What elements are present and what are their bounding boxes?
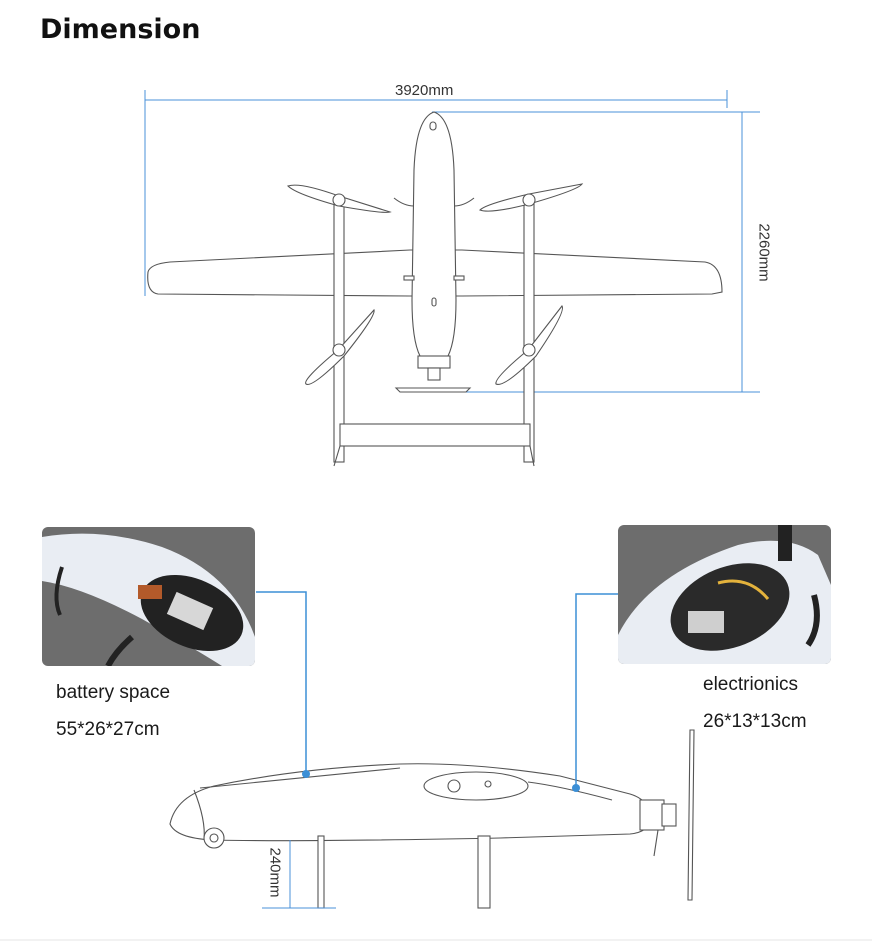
electronics-label: electrionics bbox=[703, 674, 799, 695]
ground-clearance-dimension bbox=[262, 840, 336, 909]
rear-left-propeller bbox=[305, 308, 375, 385]
electronics-size: 26*13*13cm bbox=[703, 711, 807, 732]
wingspan-dimension bbox=[144, 90, 728, 296]
battery-space-label: battery space bbox=[56, 682, 171, 703]
length-label: 2260mm bbox=[755, 223, 773, 282]
fuselage bbox=[411, 111, 457, 365]
right-boom bbox=[523, 199, 535, 463]
side-view-airframe bbox=[169, 729, 695, 909]
rear-right-propeller bbox=[495, 305, 564, 385]
electronics-callout-leader bbox=[575, 593, 618, 786]
page-title: Dimension bbox=[40, 14, 201, 45]
electronics-compartment-photo bbox=[618, 525, 831, 664]
rear-landing-gear bbox=[477, 835, 491, 909]
ground-clearance-label: 240mm bbox=[266, 847, 284, 898]
battery-callout-dot bbox=[302, 770, 310, 778]
wingspan-label: 3920mm bbox=[395, 82, 454, 99]
electronics-photo-illustration bbox=[618, 525, 831, 664]
tail-bar bbox=[339, 423, 531, 447]
battery-callout-leader bbox=[256, 591, 307, 772]
top-view-airframe bbox=[147, 111, 723, 467]
side-fuselage bbox=[169, 763, 651, 842]
battery-space-size: 55*26*27cm bbox=[56, 719, 160, 740]
battery-photo-illustration bbox=[42, 527, 255, 666]
battery-compartment-photo bbox=[42, 527, 255, 666]
side-propeller bbox=[687, 729, 695, 901]
length-dimension bbox=[432, 111, 760, 393]
left-boom bbox=[333, 199, 345, 463]
front-landing-gear bbox=[317, 835, 325, 909]
electronics-callout-dot bbox=[572, 784, 580, 792]
